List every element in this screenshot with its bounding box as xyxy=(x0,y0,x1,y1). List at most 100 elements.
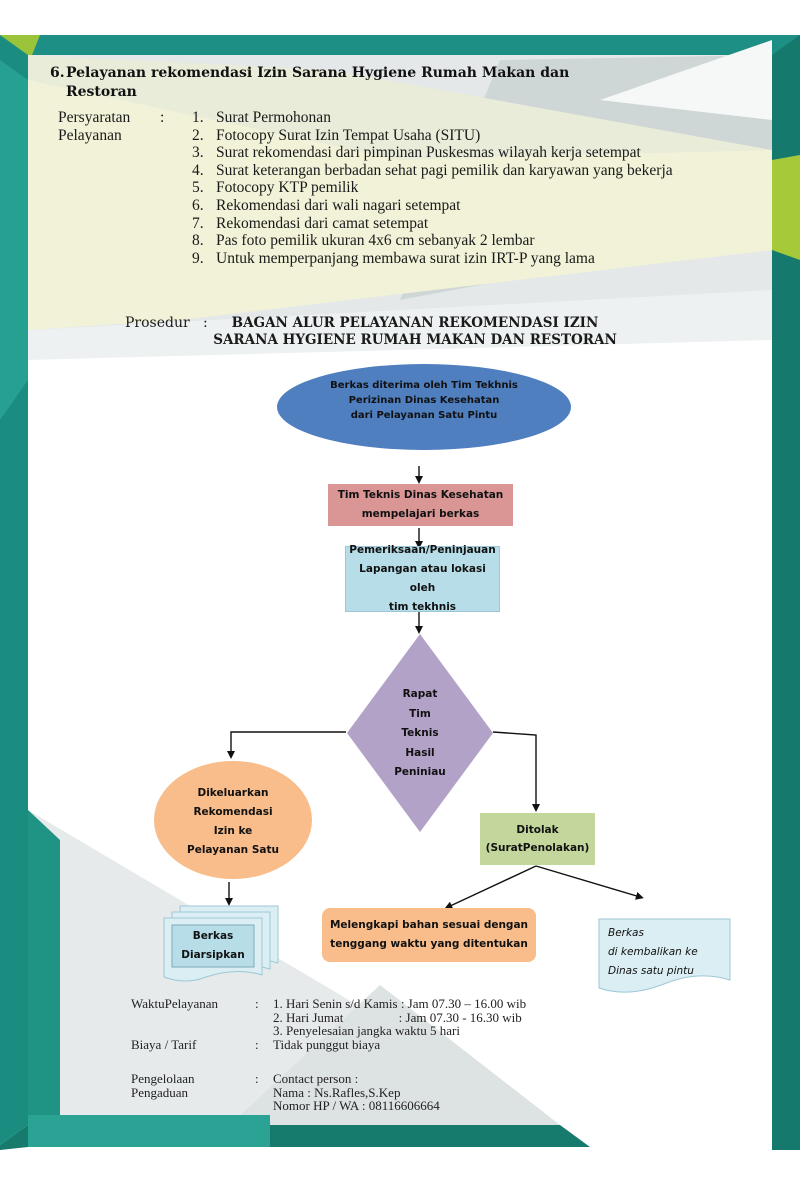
returned-node-text-line: Berkas xyxy=(608,927,644,939)
inspect-node-text-line: tim tekhnis xyxy=(388,601,457,613)
rejected-node-text-line: (SuratPenolakan) xyxy=(485,842,590,854)
fee-colon: : xyxy=(255,1037,259,1052)
requirement-number: 8. xyxy=(192,232,204,250)
requirement-number: 9. xyxy=(192,249,204,267)
complaints-text-line: Contact person : xyxy=(273,1071,359,1086)
archived-node-shape xyxy=(163,905,279,982)
approved-node-text-line: Pelayanan Satu xyxy=(187,844,279,856)
fee-label: Biaya / Tarif xyxy=(131,1037,197,1052)
inspect-node-text-line: Lapangan atau lokasi oleh xyxy=(359,563,486,594)
requirement-text: Surat keterangan berbadan sehat pagi pem… xyxy=(216,161,673,179)
section-number: 6. xyxy=(50,65,65,81)
approved-node-text-line: Izin ke xyxy=(213,825,253,837)
decision-node-text-line: Peniniau xyxy=(394,766,446,779)
requirement-number: 3. xyxy=(192,144,204,162)
section-title-line2: Restoran xyxy=(66,84,137,100)
archived-node-text-line: Diarsipkan xyxy=(181,949,245,961)
complete-node-text-line: tenggang waktu yang ditentukan xyxy=(330,938,528,950)
procedure-title-line1: BAGAN ALUR PELAYANAN REKOMENDASI IZIN xyxy=(231,315,599,331)
arrow-rejected-to-returned xyxy=(535,865,644,900)
decision-node-text-line: Rapat xyxy=(402,688,438,701)
service-time-text-line: 2. Hari Jumat : Jam 07.30 - 16.30 wib xyxy=(273,1009,522,1025)
service-time-text-line: 1. Hari Senin s/d Kamis : Jam 07.30 – 16… xyxy=(273,996,527,1011)
start-node-text-line: dari Pelayanan Satu Pintu xyxy=(350,409,498,421)
service-time-colon: : xyxy=(255,996,259,1011)
requirement-number: 7. xyxy=(192,214,204,232)
complaints-label-line2: Pengaduan xyxy=(131,1084,189,1100)
study-node: Tim Teknis Dinas Kesehatan mempelajari be… xyxy=(328,484,513,526)
requirement-item: 4. Surat keterangan berbadan sehat pagi p… xyxy=(192,162,754,180)
rejected-node-text-line: Ditolak xyxy=(516,824,559,836)
inspect-node-text-line: Pemeriksaan/Peninjauan xyxy=(349,544,496,556)
arrow-decision-to-approved xyxy=(227,731,346,759)
requirements-label: Persyaratan Pelayanan xyxy=(58,109,130,145)
decision-node-text-line: Tim xyxy=(409,707,431,720)
start-node-text-line: Perizinan Dinas Kesehatan xyxy=(348,394,500,406)
requirements-list: 1. Surat Permohonan 2. Fotocopy Surat Izin … xyxy=(192,109,754,267)
complaints-colon: : xyxy=(255,1071,259,1086)
approved-node-text-line: Rekomendasi xyxy=(193,806,273,818)
requirement-item: 9. Untuk memperpanjang membawa surat izi… xyxy=(192,250,754,268)
decision-node-shape xyxy=(347,634,493,832)
requirement-item: 8. Pas foto pemilik ukuran 4x6 cm sebanya… xyxy=(192,232,754,250)
requirement-number: 4. xyxy=(192,161,204,179)
service-time-label: WaktuPelayanan xyxy=(131,996,219,1011)
requirement-number: 6. xyxy=(192,196,204,214)
requirement-item: 2. Fotocopy Surat Izin Tempat Usaha (SITU… xyxy=(192,127,754,145)
start-node-text-line: Berkas diterima oleh Tim Tekhnis xyxy=(330,379,518,391)
requirement-text: Fotocopy Surat Izin Tempat Usaha (SITU) xyxy=(216,126,481,144)
section-title-line1: Pelayanan rekomendasi Izin Sarana Hygien… xyxy=(66,65,570,81)
approved-node-text-line: Dikeluarkan xyxy=(197,787,269,799)
complaints-label-line1: Pengelolaan xyxy=(131,1071,195,1086)
archived-node-text-line: Berkas xyxy=(192,930,234,942)
requirements-label-line1: Persyaratan xyxy=(58,109,131,126)
complaints-text-line: Nama : Ns.Rafles,S.Kep xyxy=(273,1084,401,1100)
study-node-text-line: mempelajari berkas xyxy=(361,508,480,520)
returned-node-text-line: Dinas satu pintu xyxy=(608,965,694,977)
complete-node: Melengkapi bahan sesuai dengan tenggang w… xyxy=(322,908,536,962)
requirement-item: 6. Rekomendasi dari wali nagari setempat xyxy=(192,197,754,215)
start-node-shape xyxy=(277,364,571,450)
returned-node-shape xyxy=(598,918,731,993)
section-title: 6.Pelayanan rekomendasi Izin Sarana Hygi… xyxy=(50,64,610,102)
requirement-item: 5. Fotocopy KTP pemilik xyxy=(192,179,754,197)
requirements-colon: : xyxy=(160,109,165,126)
decision-node-text-line: Teknis xyxy=(401,727,439,740)
procedure-title: BAGAN ALUR PELAYANAN REKOMENDASI IZIN SA… xyxy=(180,315,650,349)
complete-node-text-line: Melengkapi bahan sesuai dengan xyxy=(329,919,529,931)
fee-value: Tidak punggut biaya xyxy=(273,1037,381,1052)
service-time-text-line: 3. Penyelesaian jangka waktu 5 hari xyxy=(273,1023,460,1038)
requirement-text: Rekomendasi dari camat setempat xyxy=(216,214,429,232)
requirement-text: Surat Permohonan xyxy=(216,109,331,126)
requirement-number: 2. xyxy=(192,126,204,144)
requirement-number: 1. xyxy=(192,109,204,126)
service-time-values: 1. Hari Senin s/d Kamis : Jam 07.30 – 16… xyxy=(273,997,526,1038)
requirement-text: Fotocopy KTP pemilik xyxy=(216,179,359,197)
procedure-title-line2: SARANA HYGIENE RUMAH MAKAN DAN RESTORAN xyxy=(213,332,617,348)
requirement-text: Rekomendasi dari wali nagari setempat xyxy=(216,196,461,214)
complaints-text-line: Nomor HP / WA : 08116606664 xyxy=(273,1098,440,1113)
arrow-decision-to-rejected xyxy=(492,731,540,812)
decision-node-text-line: Hasil xyxy=(405,746,435,759)
study-node-text-line: Tim Teknis Dinas Kesehatan xyxy=(337,489,504,501)
requirement-item: 7. Rekomendasi dari camat setempat xyxy=(192,215,754,233)
requirement-text: Pas foto pemilik ukuran 4x6 cm sebanyak … xyxy=(216,232,535,250)
rejected-node: Ditolak (SuratPenolakan) xyxy=(480,813,595,865)
requirement-item: 3. Surat rekomendasi dari pimpinan Puskes… xyxy=(192,144,754,162)
requirement-text: Untuk memperpanjang membawa surat izin I… xyxy=(216,249,595,267)
requirements-label-line2: Pelayanan xyxy=(58,127,122,144)
complaints-label: Pengelolaan Pengaduan xyxy=(131,1072,195,1099)
requirement-text: Surat rekomendasi dari pimpinan Puskesma… xyxy=(216,144,641,162)
requirement-item: 1. Surat Permohonan xyxy=(192,109,754,127)
approved-node-shape xyxy=(154,761,312,879)
requirement-number: 5. xyxy=(192,179,204,197)
arrow-rejected-to-complete xyxy=(444,865,537,909)
